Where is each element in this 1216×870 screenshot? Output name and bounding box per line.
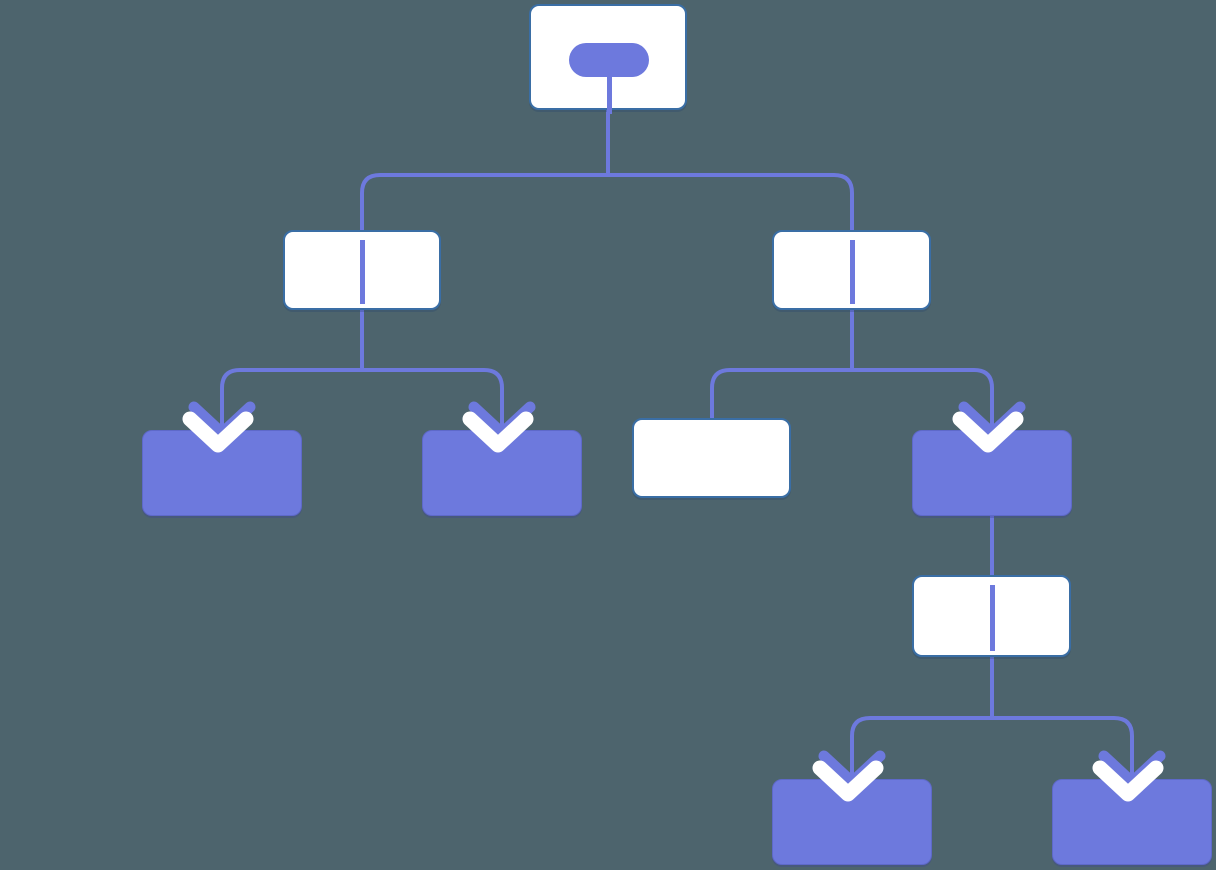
branch-lower-inner-line (990, 585, 995, 651)
root-inner-line (607, 60, 612, 114)
tree-node-leaf-3[interactable] (912, 430, 1072, 516)
tree-node-root[interactable] (529, 4, 687, 114)
tree-node-leaf-1[interactable] (142, 430, 302, 516)
branch-right-inner-line (850, 240, 855, 304)
tree-node-branch-right[interactable] (772, 230, 931, 310)
tree-node-branch-left[interactable] (283, 230, 441, 310)
tree-node-leaf-2[interactable] (422, 430, 582, 516)
tree-node-leaf-5[interactable] (1052, 779, 1212, 865)
tree-node-branch-lower[interactable] (912, 575, 1071, 657)
tree-node-leaf-4[interactable] (772, 779, 932, 865)
tree-node-empty[interactable] (632, 418, 791, 498)
branch-left-inner-line (360, 240, 365, 304)
